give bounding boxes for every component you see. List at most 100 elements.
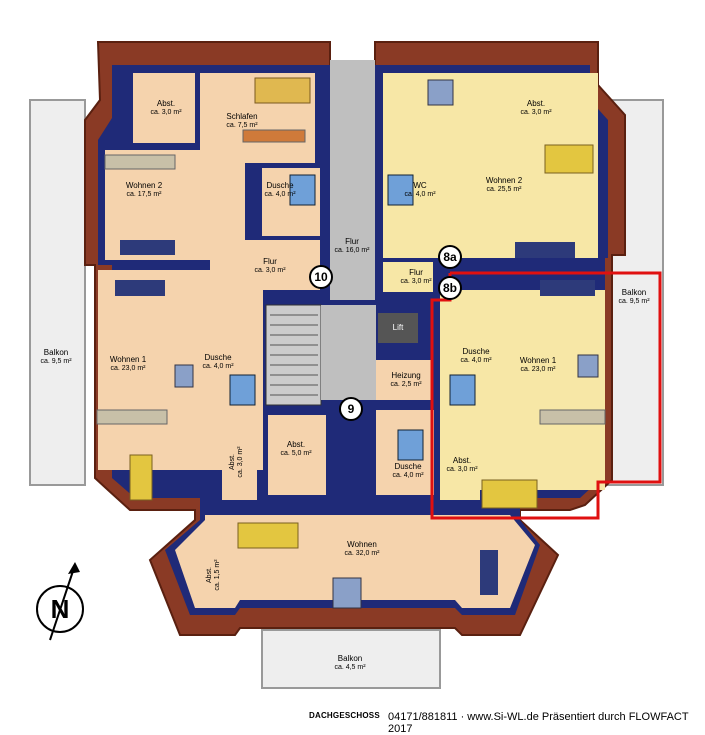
room-name: Dusche — [266, 181, 294, 190]
shower-icon — [449, 374, 476, 406]
room-name: Wohnen 1 — [109, 355, 147, 364]
room-area: ca. 3,0 m² — [150, 109, 182, 116]
kitchen-counter — [539, 409, 606, 425]
room-area: ca. 2,5 m² — [390, 381, 422, 388]
room-label: Abst.ca. 1,5 m² — [206, 559, 222, 590]
room-label: Abst.ca. 3,0 m² — [446, 456, 477, 474]
room-name: Flur — [263, 257, 277, 266]
shower-icon — [397, 429, 424, 461]
floor-heizung — [376, 360, 431, 400]
balcony-bottom — [261, 629, 441, 689]
shower-icon — [387, 174, 414, 206]
bed-icon — [237, 522, 299, 549]
room-area: ca. 23,0 m² — [520, 366, 556, 373]
room-name: Balkon — [621, 288, 647, 297]
room-name: Wohnen 1 — [519, 356, 557, 365]
room-label: Abst.ca. 3,0 m² — [229, 446, 245, 477]
room-label: Abst.ca. 3,0 m² — [150, 99, 181, 117]
floor-mc-abst — [268, 415, 326, 495]
unit-badge-9: 9 — [339, 397, 363, 421]
room-name: Balkon — [43, 348, 69, 357]
room-area: ca. 3,0 m² — [254, 267, 286, 274]
room-area: ca. 23,0 m² — [110, 365, 146, 372]
floor-ml-abst — [222, 420, 257, 500]
room-area: ca. 3,0 m² — [446, 466, 478, 473]
room-area: ca. 4,0 m² — [392, 472, 424, 479]
room-area: ca. 3,0 m² — [237, 446, 244, 478]
sofa-icon — [515, 242, 575, 258]
table-icon — [332, 577, 362, 609]
bed-icon — [481, 479, 538, 509]
room-area: ca. 4,0 m² — [202, 363, 234, 370]
floor-tl-abst — [133, 73, 195, 143]
room-name: Flur — [345, 237, 359, 246]
balcony-left — [29, 99, 86, 486]
room-name: Wohnen 2 — [125, 181, 163, 190]
room-name: Abst. — [156, 99, 176, 108]
unit-badge-8b: 8b — [438, 276, 462, 300]
kitchen-counter — [96, 409, 168, 425]
unit-badge-10: 10 — [309, 265, 333, 289]
room-area: ca. 9,5 m² — [618, 298, 650, 305]
shower-icon — [229, 374, 256, 406]
room-area: ca. 1,5 m² — [214, 559, 221, 591]
floor-r-flur — [383, 262, 433, 292]
room-area: ca. 16,0 m² — [334, 247, 370, 254]
room-name: Abst. — [229, 454, 236, 470]
room-area: ca. 4,0 m² — [264, 191, 296, 198]
room-area: ca. 4,0 m² — [460, 357, 492, 364]
room-name: Balkon — [337, 654, 363, 663]
room-name: WC — [413, 181, 427, 190]
room-name: Heizung — [391, 371, 421, 380]
sofa-icon — [480, 550, 498, 595]
room-label: Abst.ca. 5,0 m² — [280, 440, 311, 458]
apartment-8b-highlight — [430, 271, 662, 520]
room-name: Schlafen — [226, 112, 258, 121]
floor-tr-abst — [500, 73, 572, 143]
room-area: ca. 17,5 m² — [126, 191, 162, 198]
floor-mr-abst — [440, 420, 480, 500]
lift-label: Lift — [378, 313, 418, 343]
sofa-icon — [115, 280, 165, 296]
room-name: Wohnen 2 — [485, 176, 523, 185]
room-name: Wohnen — [347, 540, 377, 549]
table-icon — [174, 364, 194, 388]
room-name: Dusche — [462, 347, 490, 356]
room-name: Dusche — [394, 462, 422, 471]
kitchen-counter — [242, 129, 306, 143]
compass-arrow-icon — [49, 562, 80, 641]
sofa-icon — [540, 280, 595, 296]
table-icon — [427, 79, 454, 106]
shower-icon — [289, 174, 316, 206]
stair-treads — [270, 314, 318, 396]
room-area: ca. 4,5 m² — [334, 664, 366, 671]
central-corridor — [330, 60, 375, 300]
kitchen-counter — [104, 154, 176, 170]
room-area: ca. 5,0 m² — [280, 450, 312, 457]
bed-icon — [544, 144, 594, 174]
room-area: ca. 3,0 m² — [520, 109, 552, 116]
sofa-icon — [120, 240, 175, 255]
bed-icon — [254, 77, 311, 104]
room-name: Abst. — [452, 456, 472, 465]
room-name: Dusche — [204, 353, 232, 362]
room-area: ca. 4,0 m² — [404, 191, 436, 198]
